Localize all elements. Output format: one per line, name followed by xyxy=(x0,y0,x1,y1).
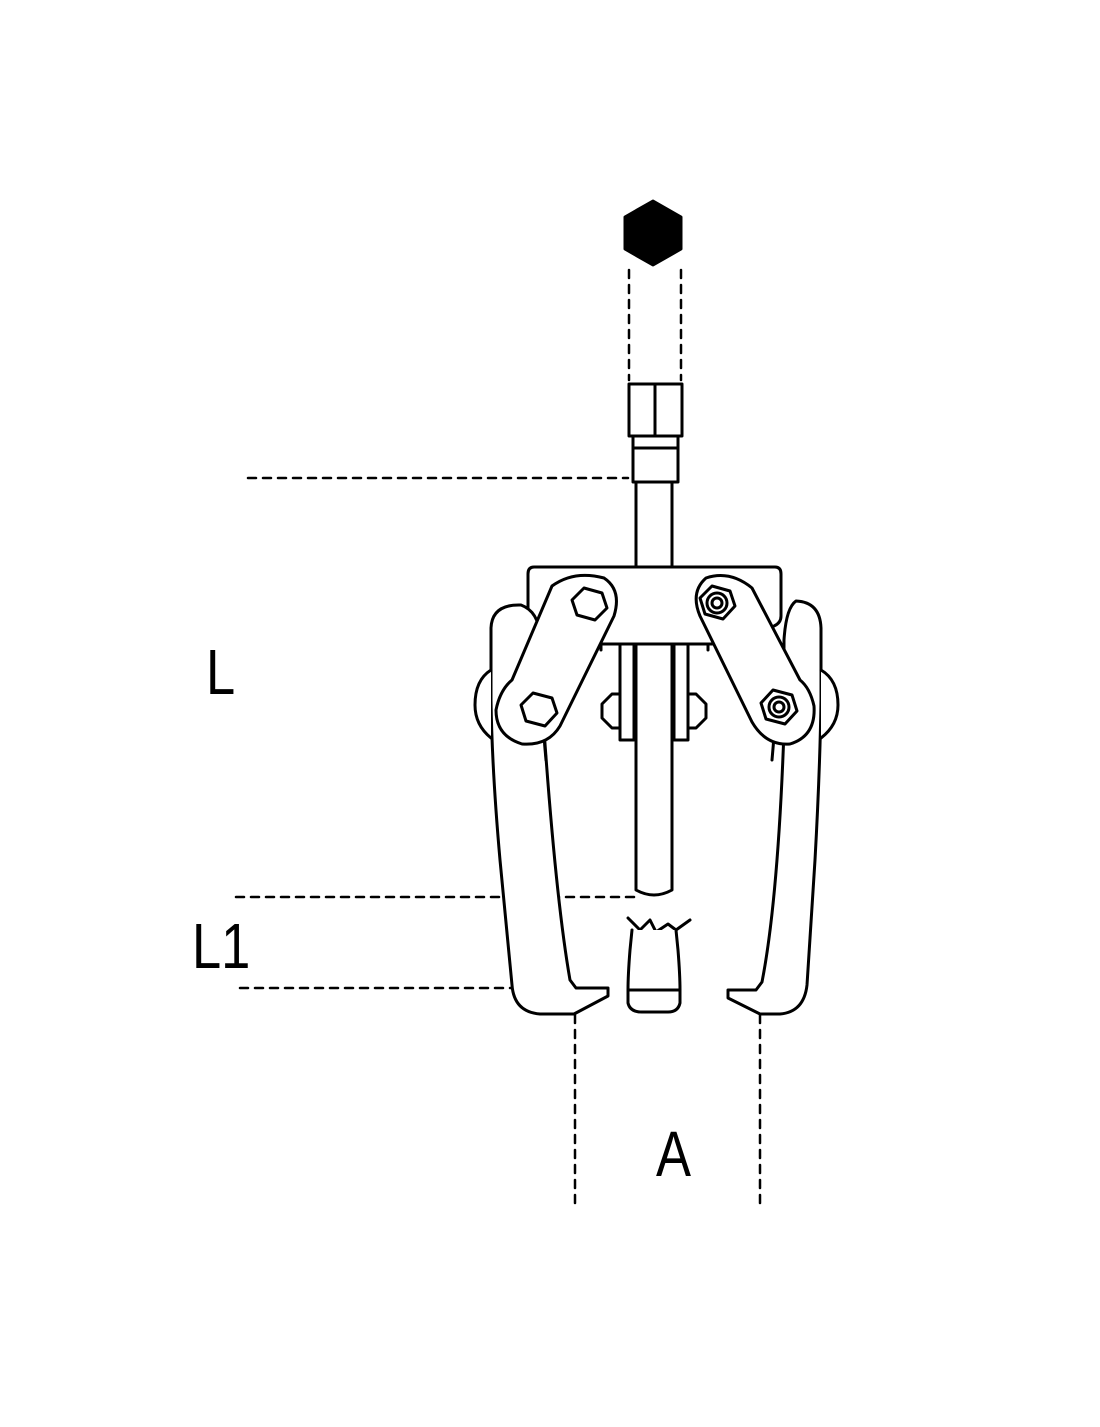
dimension-label-l: L xyxy=(206,636,236,708)
dimension-label-l1: L1 xyxy=(192,910,251,982)
right-upper-nut xyxy=(698,584,737,621)
spindle-tip xyxy=(626,916,692,1014)
dimension-label-a: A xyxy=(656,1118,692,1190)
centre-guide xyxy=(600,642,708,742)
hexagon-icon xyxy=(623,199,683,267)
left-lower-bolt xyxy=(519,691,559,728)
spindle-nut xyxy=(627,382,684,438)
left-upper-bolt xyxy=(570,586,609,622)
right-lower-nut xyxy=(759,688,799,726)
